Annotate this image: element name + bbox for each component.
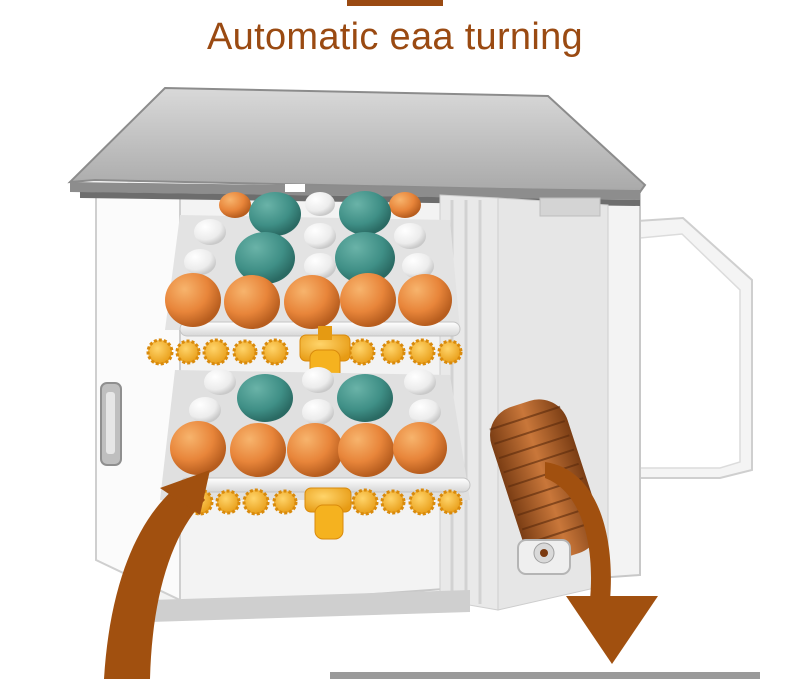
egg-tray-lower	[160, 367, 471, 540]
header-accent-bar	[347, 0, 443, 6]
turning-arrow-left	[104, 470, 210, 679]
egg-tray-upper	[146, 191, 463, 387]
tray-base	[150, 590, 470, 622]
water-tray	[610, 216, 753, 479]
bottom-shelf-edge	[330, 672, 760, 679]
turning-arrow-right	[545, 462, 658, 664]
gear-row-lower	[186, 487, 463, 540]
turning-drum	[489, 399, 600, 575]
page-title: Automatic eaa turning	[207, 16, 583, 58]
incubator-lid	[67, 86, 647, 206]
